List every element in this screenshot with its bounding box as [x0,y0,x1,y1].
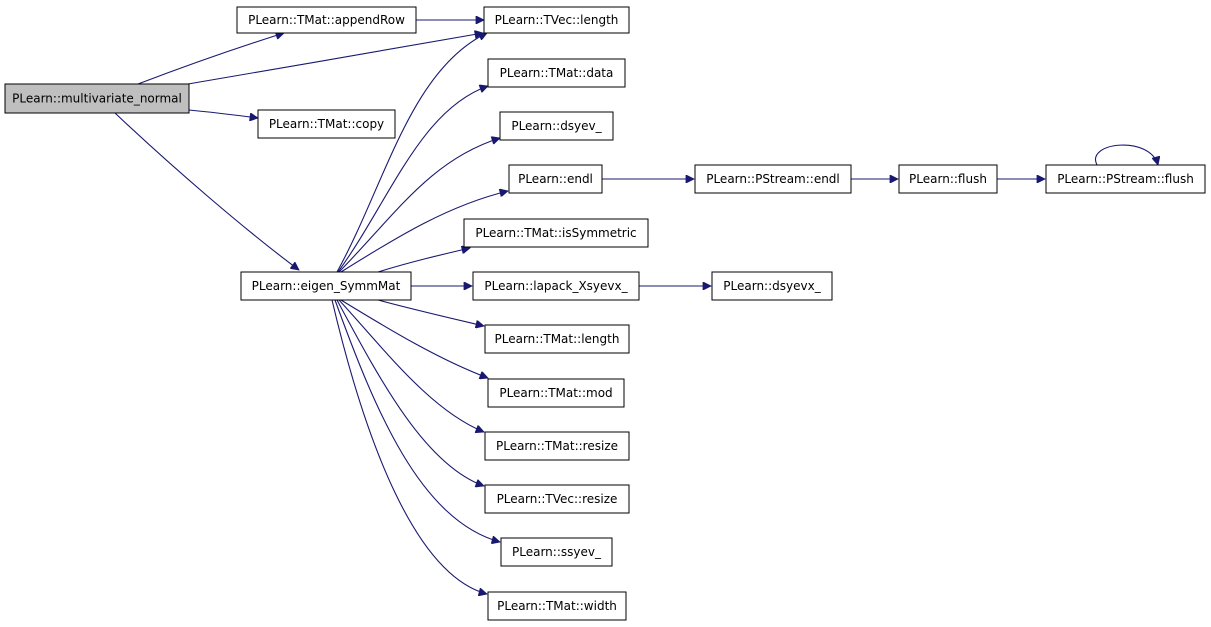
node-tmat-length[interactable]: PLearn::TMat::length [484,324,630,354]
node-label-pstream-flush: PLearn::PStream::flush [1057,172,1194,186]
node-label-multivariate-normal: PLearn::multivariate_normal [12,92,182,106]
edge-eigen-symmmat-to-tmat-resize [338,299,484,432]
edge-eigen-symmmat-to-tmat-length [377,299,484,326]
edge-multivariate-normal-to-copy [188,109,258,118]
edge-eigen-symmmat-to-issymmetric [377,248,470,273]
edge-eigen-symmmat-to-tvec-length [336,33,487,273]
node-dsyev[interactable]: PLearn::dsyev_ [499,111,614,141]
node-eigen-symmmat[interactable]: PLearn::eigen_SymmMat [240,271,412,301]
node-multivariate-normal[interactable]: PLearn::multivariate_normal [4,83,190,114]
node-tvec-length[interactable]: PLearn::TVec::length [483,6,630,34]
edge-eigen-symmmat-to-width [331,299,487,594]
edge-eigen-symmmat-to-data [337,86,488,273]
node-label-width: PLearn::TMat::width [497,599,617,613]
node-ssyev[interactable]: PLearn::ssyev_ [500,537,613,567]
node-label-data: PLearn::TMat::data [500,66,614,80]
node-width[interactable]: PLearn::TMat::width [487,591,627,621]
node-tvec-resize[interactable]: PLearn::TVec::resize [484,484,630,514]
edge-multivariate-normal-to-appendrow [137,33,284,85]
node-copy[interactable]: PLearn::TMat::copy [257,109,396,139]
node-label-ssyev: PLearn::ssyev_ [512,545,602,559]
node-lapack-xsyevx[interactable]: PLearn::lapack_Xsyevx_ [472,271,640,301]
node-endl[interactable]: PLearn::endl [508,164,603,194]
node-label-mod: PLearn::TMat::mod [499,386,612,400]
node-label-dsyevx: PLearn::dsyevx_ [723,279,821,293]
node-label-eigen-symmmat: PLearn::eigen_SymmMat [252,279,401,293]
node-flush[interactable]: PLearn::flush [898,164,998,194]
node-label-copy: PLearn::TMat::copy [269,117,384,131]
node-pstream-endl[interactable]: PLearn::PStream::endl [694,164,852,194]
node-data[interactable]: PLearn::TMat::data [487,58,626,88]
node-label-issymmetric: PLearn::TMat::isSymmetric [475,226,636,240]
edge-eigen-symmmat-to-dsyev [338,138,500,273]
node-label-tmat-length: PLearn::TMat::length [495,332,620,346]
node-label-tvec-length: PLearn::TVec::length [495,13,619,27]
node-label-pstream-endl: PLearn::PStream::endl [706,172,840,186]
node-tmat-resize[interactable]: PLearn::TMat::resize [484,431,630,461]
node-mod[interactable]: PLearn::TMat::mod [487,378,625,408]
edge-multivariate-normal-to-tvec-length [187,33,483,85]
edge-eigen-symmmat-to-endl [340,191,508,273]
node-label-tmat-resize: PLearn::TMat::resize [496,439,618,453]
node-label-appendrow: PLearn::TMat::appendRow [248,13,405,27]
edge-eigen-symmmat-to-mod [340,299,488,378]
node-label-flush: PLearn::flush [909,172,987,186]
edge-multivariate-normal-to-eigen-symmmat [114,112,299,270]
node-label-dsyev: PLearn::dsyev_ [511,119,602,133]
node-label-endl: PLearn::endl [518,172,593,186]
node-appendrow[interactable]: PLearn::TMat::appendRow [236,6,417,34]
node-dsyevx[interactable]: PLearn::dsyevx_ [711,271,833,301]
edge-eigen-symmmat-to-tvec-resize [336,299,484,486]
edge-pstream-flush-self-loop [1094,144,1158,165]
edge-eigen-symmmat-to-ssyev [334,299,500,542]
nodes-layer: PLearn::multivariate_normal PLearn::TMat… [4,6,1206,621]
node-issymmetric[interactable]: PLearn::TMat::isSymmetric [463,218,649,248]
node-label-lapack-xsyevx: PLearn::lapack_Xsyevx_ [484,279,628,293]
edges-layer [114,20,1158,594]
node-pstream-flush[interactable]: PLearn::PStream::flush [1045,164,1206,194]
node-label-tvec-resize: PLearn::TVec::resize [497,492,618,506]
